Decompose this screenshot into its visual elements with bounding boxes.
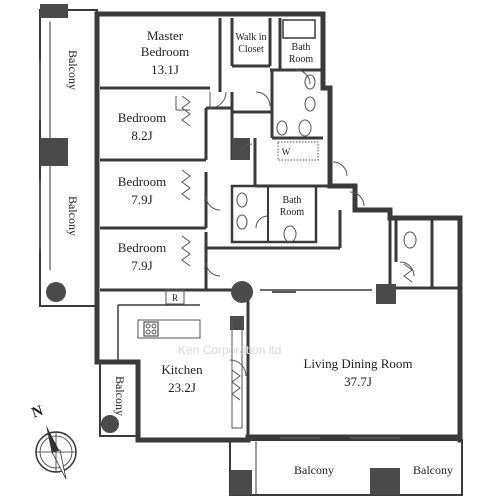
north-wall [94,11,463,443]
kitchen-balcony-outline [99,361,139,437]
walk-in-closet-label-2: Closet [238,44,264,55]
laundry-area [277,141,319,161]
toilet-icon [283,225,297,243]
bedroom-2-label: Bedroom [118,174,166,189]
column [230,316,244,330]
column [232,138,250,160]
partitions [100,18,460,437]
bath-top-label-2: Room [289,54,314,65]
column-round [46,282,66,302]
sink-icon [304,96,316,112]
room-labels: Master Bedroom 13.1J Walk in Closet Bath… [118,28,413,395]
kitchen-label: Kitchen [161,362,203,377]
column [40,138,68,166]
master-bedroom-size: 13.1J [151,62,179,77]
bath-mid-label: Bath [283,195,302,206]
toilet-icon [298,119,312,137]
bedroom-1-size: 8.2J [131,128,152,143]
sink-icon [276,120,288,136]
south-balcony-outline [229,439,463,496]
kitchen-island [137,319,201,339]
balcony-west-upper-label: Balcony [66,50,80,90]
column [230,470,252,495]
compass-needle-south [51,449,67,480]
refrigerator-box [165,289,185,305]
sink-icon [236,192,248,208]
door-swings [175,69,415,377]
compass: N [30,403,77,480]
sink-icon [304,74,316,90]
column [40,4,68,18]
bath-mid-label-2: Room [280,207,305,218]
bedroom-3-label: Bedroom [118,240,166,255]
bath-top-label: Bath [292,42,311,53]
stove-icon [143,321,159,337]
watermark: Ken Corporation ltd [178,343,281,357]
compass-north-label: N [30,403,46,422]
fixtures [39,60,417,439]
wc-label: W [282,147,291,157]
living-dining-size: 37.7J [344,374,372,389]
compass-needle-north [46,425,60,454]
kitchen-size: 23.2J [168,380,196,395]
bedroom-1-label: Bedroom [118,110,166,125]
balcony-kitchen-label: Balcony [113,376,127,416]
sink-icon [236,214,248,230]
closet-doors [181,95,413,401]
refrigerator-label: R [172,293,178,303]
master-bedroom-label: Master [147,28,184,43]
bedroom-3-size: 7.9J [131,258,152,273]
living-dining-label: Living Dining Room [303,356,412,371]
column-round [101,415,119,433]
balcony-south-right-label: Balcony [413,463,453,477]
bedroom-2-size: 7.9J [131,192,152,207]
balcony-labels: Balcony Balcony Balcony Balcony Balcony [66,50,453,477]
master-bedroom-label-2: Bedroom [141,44,189,59]
columns [40,4,400,495]
column-round [231,281,253,303]
column [376,284,396,304]
balcony-west-lower-label: Balcony [66,196,80,236]
column [370,468,400,495]
balcony-south-left-label: Balcony [294,463,334,477]
toilet-icon [403,231,417,249]
walk-in-closet-label: Walk in [235,32,266,43]
